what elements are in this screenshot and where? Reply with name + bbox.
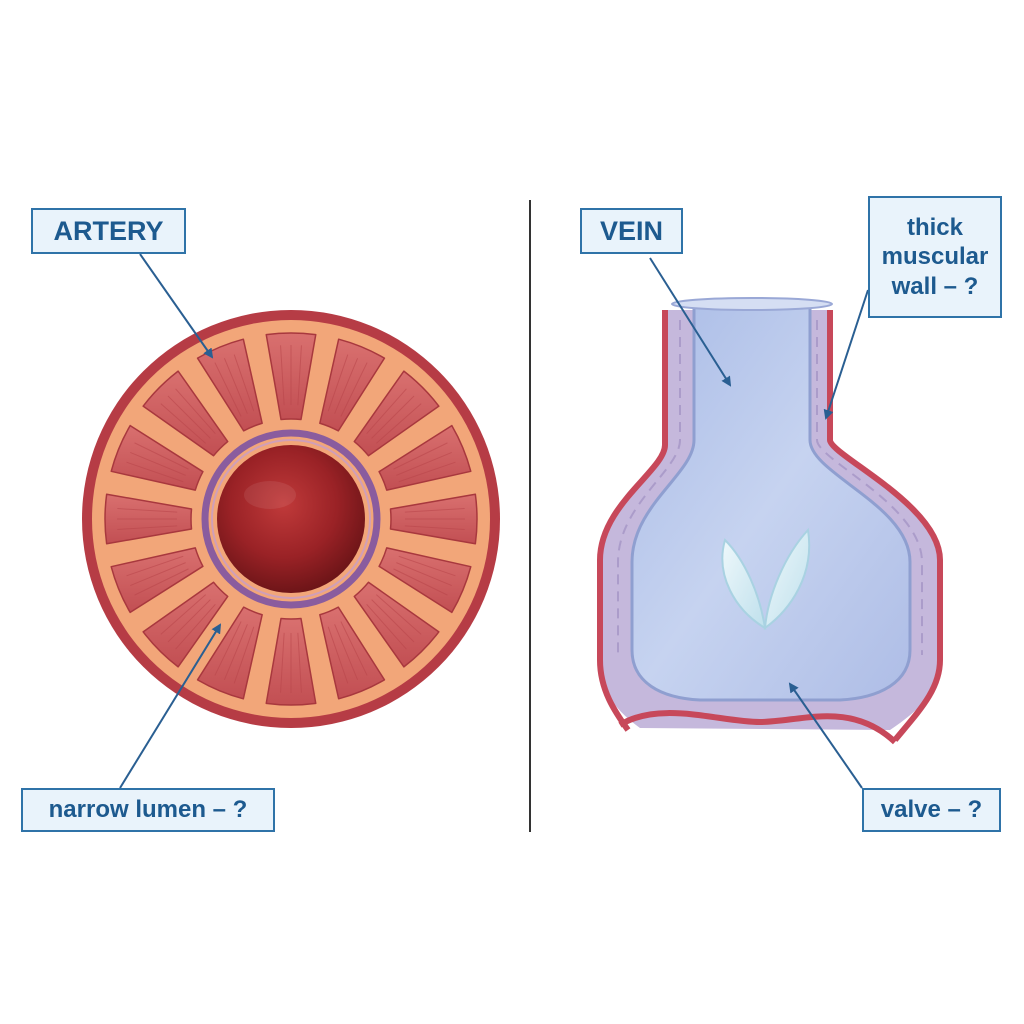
- artery-muscle-fiber: [280, 345, 285, 406]
- artery-muscle-fiber: [366, 388, 407, 435]
- artery-muscle-fiber: [117, 508, 178, 513]
- artery-muscle-fiber: [398, 461, 456, 483]
- artery-muscle-fiber: [366, 603, 407, 650]
- vein-valve-callout-text: valve – ?: [880, 796, 983, 824]
- artery-muscle-fiber: [375, 403, 422, 444]
- vein-wall-callout-line-2: muscular: [881, 243, 989, 271]
- artery-muscle-fiber: [393, 568, 448, 596]
- artery-muscle-fiber: [404, 508, 465, 513]
- artery-muscle-fiber: [223, 624, 248, 680]
- artery-muscle-fiber: [160, 594, 207, 635]
- artery-muscle-bundle: [196, 606, 263, 700]
- artery-muscle-bundle: [319, 338, 386, 432]
- artery-muscle-fiber: [371, 395, 415, 439]
- artery-lumen-callout-text: narrow lumen – ?: [48, 796, 248, 824]
- leader-artery-title: [139, 253, 214, 359]
- artery-title-label: ARTERY: [31, 208, 186, 254]
- artery-muscle-fiber: [327, 354, 349, 412]
- artery-muscle-fiber: [130, 451, 186, 476]
- artery-muscle-fiber: [167, 395, 211, 439]
- vein-wall-callout-line-1: thick: [906, 214, 963, 242]
- leader-artery-callout: [119, 623, 222, 789]
- artery-muscle-fiber: [214, 362, 242, 417]
- artery-muscle-fiber: [160, 403, 207, 444]
- vein-title-label: VEIN: [580, 208, 683, 254]
- vein-outer-outline-left: [597, 310, 668, 732]
- artery-muscle-layer: [104, 332, 478, 706]
- artery-muscle-fiber: [297, 345, 302, 406]
- artery-lumen: [217, 445, 365, 593]
- artery-muscle-bundle: [378, 547, 472, 614]
- vein-wall-callout-line-3: wall – ?: [891, 272, 979, 300]
- vein-lumen: [630, 300, 912, 702]
- artery-muscle-bundle: [110, 424, 204, 491]
- artery-lumen-callout: narrow lumen – ?: [21, 788, 275, 832]
- artery-muscle-fiber: [327, 626, 349, 684]
- artery-muscle-bundle: [196, 338, 263, 432]
- vein-top-opening: [671, 297, 833, 311]
- artery-muscle-fiber: [126, 461, 184, 483]
- artery-muscle-fiber: [280, 632, 285, 693]
- artery-muscle-fiber: [393, 442, 448, 470]
- artery-muscle-fiber: [214, 621, 242, 676]
- vein-bottom-edge: [618, 710, 898, 745]
- artery-muscle-fiber: [175, 603, 216, 650]
- artery-muscle-fiber: [223, 358, 248, 414]
- artery-muscle-fiber: [334, 624, 359, 680]
- artery-muscle-fiber: [371, 599, 415, 643]
- artery-inner-ring-edge: [211, 439, 371, 599]
- vein-wall-texture-right: [816, 320, 923, 655]
- vein-valve-callout: valve – ?: [862, 788, 1001, 832]
- artery-muscle-fiber: [134, 442, 189, 470]
- artery-muscle-fiber: [126, 555, 184, 577]
- artery-muscle-fiber: [233, 626, 255, 684]
- artery-cross-section: [82, 310, 500, 728]
- valve-cusp-right: [763, 527, 811, 631]
- artery-muscle-fiber: [130, 562, 186, 587]
- artery-muscle-bundle: [378, 424, 472, 491]
- artery-muscle-fiber: [167, 599, 211, 643]
- artery-muscle-fiber: [396, 451, 452, 476]
- vein-wall-callout: thick muscular wall – ?: [868, 196, 1002, 318]
- artery-muscle-fiber: [297, 632, 302, 693]
- artery-muscle-fiber: [134, 568, 189, 596]
- artery-muscle-fiber: [233, 354, 255, 412]
- artery-title-text: ARTERY: [53, 215, 164, 246]
- valve-cusp-left: [721, 538, 767, 630]
- artery-muscle-bundle: [110, 547, 204, 614]
- artery-muscle-fiber: [340, 362, 368, 417]
- artery-lumen-highlight: [244, 481, 296, 509]
- artery-muscle-fiber: [398, 555, 456, 577]
- leader-vein-title: [649, 257, 732, 387]
- vein-section: [597, 297, 943, 745]
- vein-wall-texture-left: [617, 320, 681, 655]
- artery-muscle-bundle: [319, 606, 386, 700]
- artery-muscle-fiber: [396, 562, 452, 587]
- vein-title-text: VEIN: [599, 215, 664, 246]
- leader-vein-wall: [823, 289, 869, 420]
- artery-muscle-fiber: [117, 525, 178, 530]
- artery-muscle-fiber: [334, 358, 359, 414]
- artery-muscle-fiber: [175, 388, 216, 435]
- artery-muscle-fiber: [404, 525, 465, 530]
- artery-muscle-fiber: [375, 594, 422, 635]
- artery-muscle-fiber: [340, 621, 368, 676]
- leader-vein-valve: [788, 682, 863, 789]
- vein-outer-outline-right: [827, 310, 943, 742]
